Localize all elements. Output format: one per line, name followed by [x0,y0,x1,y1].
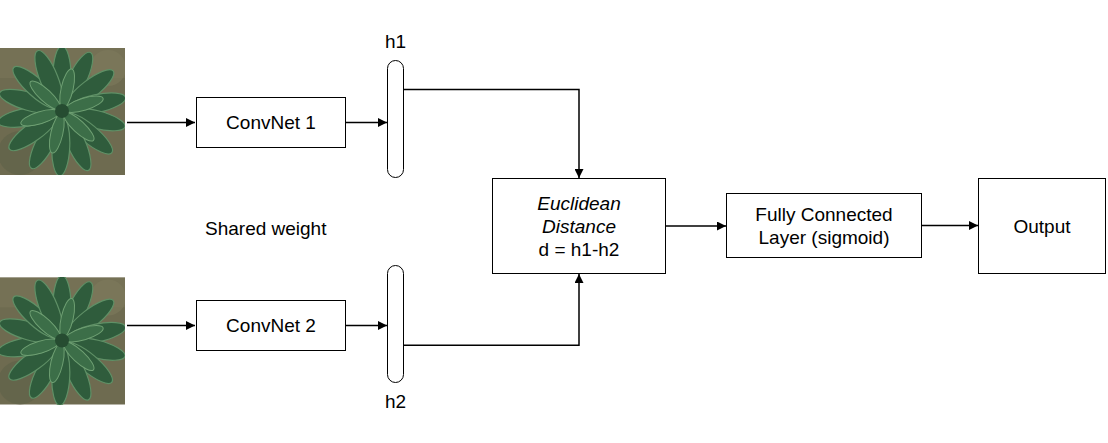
input-arrow [127,325,195,327]
box-text: Output [1013,215,1070,238]
vector-label: h2 [385,390,406,413]
box-text: Euclidean Distance [501,192,657,238]
output-box: Output [978,178,1106,274]
box-text: ConvNet 1 [226,111,316,134]
dense-layer-box: Fully Connected Layer (sigmoid) [726,193,922,258]
connector-arrow [404,274,579,345]
connector-arrow [404,90,579,179]
plant-photo [0,276,127,406]
connector-arrow [346,122,387,124]
distance-box: Euclidean Distanced = h1-h2 [492,178,666,274]
convnet-box: ConvNet 2 [196,300,346,351]
box-text: Fully Connected Layer (sigmoid) [735,203,913,249]
convnet-box: ConvNet 1 [196,97,346,148]
input-arrow [127,122,195,124]
connector-arrow [346,325,387,327]
box-text: d = h1-h2 [539,238,620,261]
plant-photo [0,46,127,176]
connector-arrow [922,225,978,227]
vector-label: h1 [385,30,406,53]
box-text: ConvNet 2 [226,314,316,337]
shared-weight-note: Shared weight [205,217,326,240]
connector-arrow [666,225,726,227]
feature-vector: h2 [387,265,404,383]
feature-vector: h1 [387,60,404,178]
